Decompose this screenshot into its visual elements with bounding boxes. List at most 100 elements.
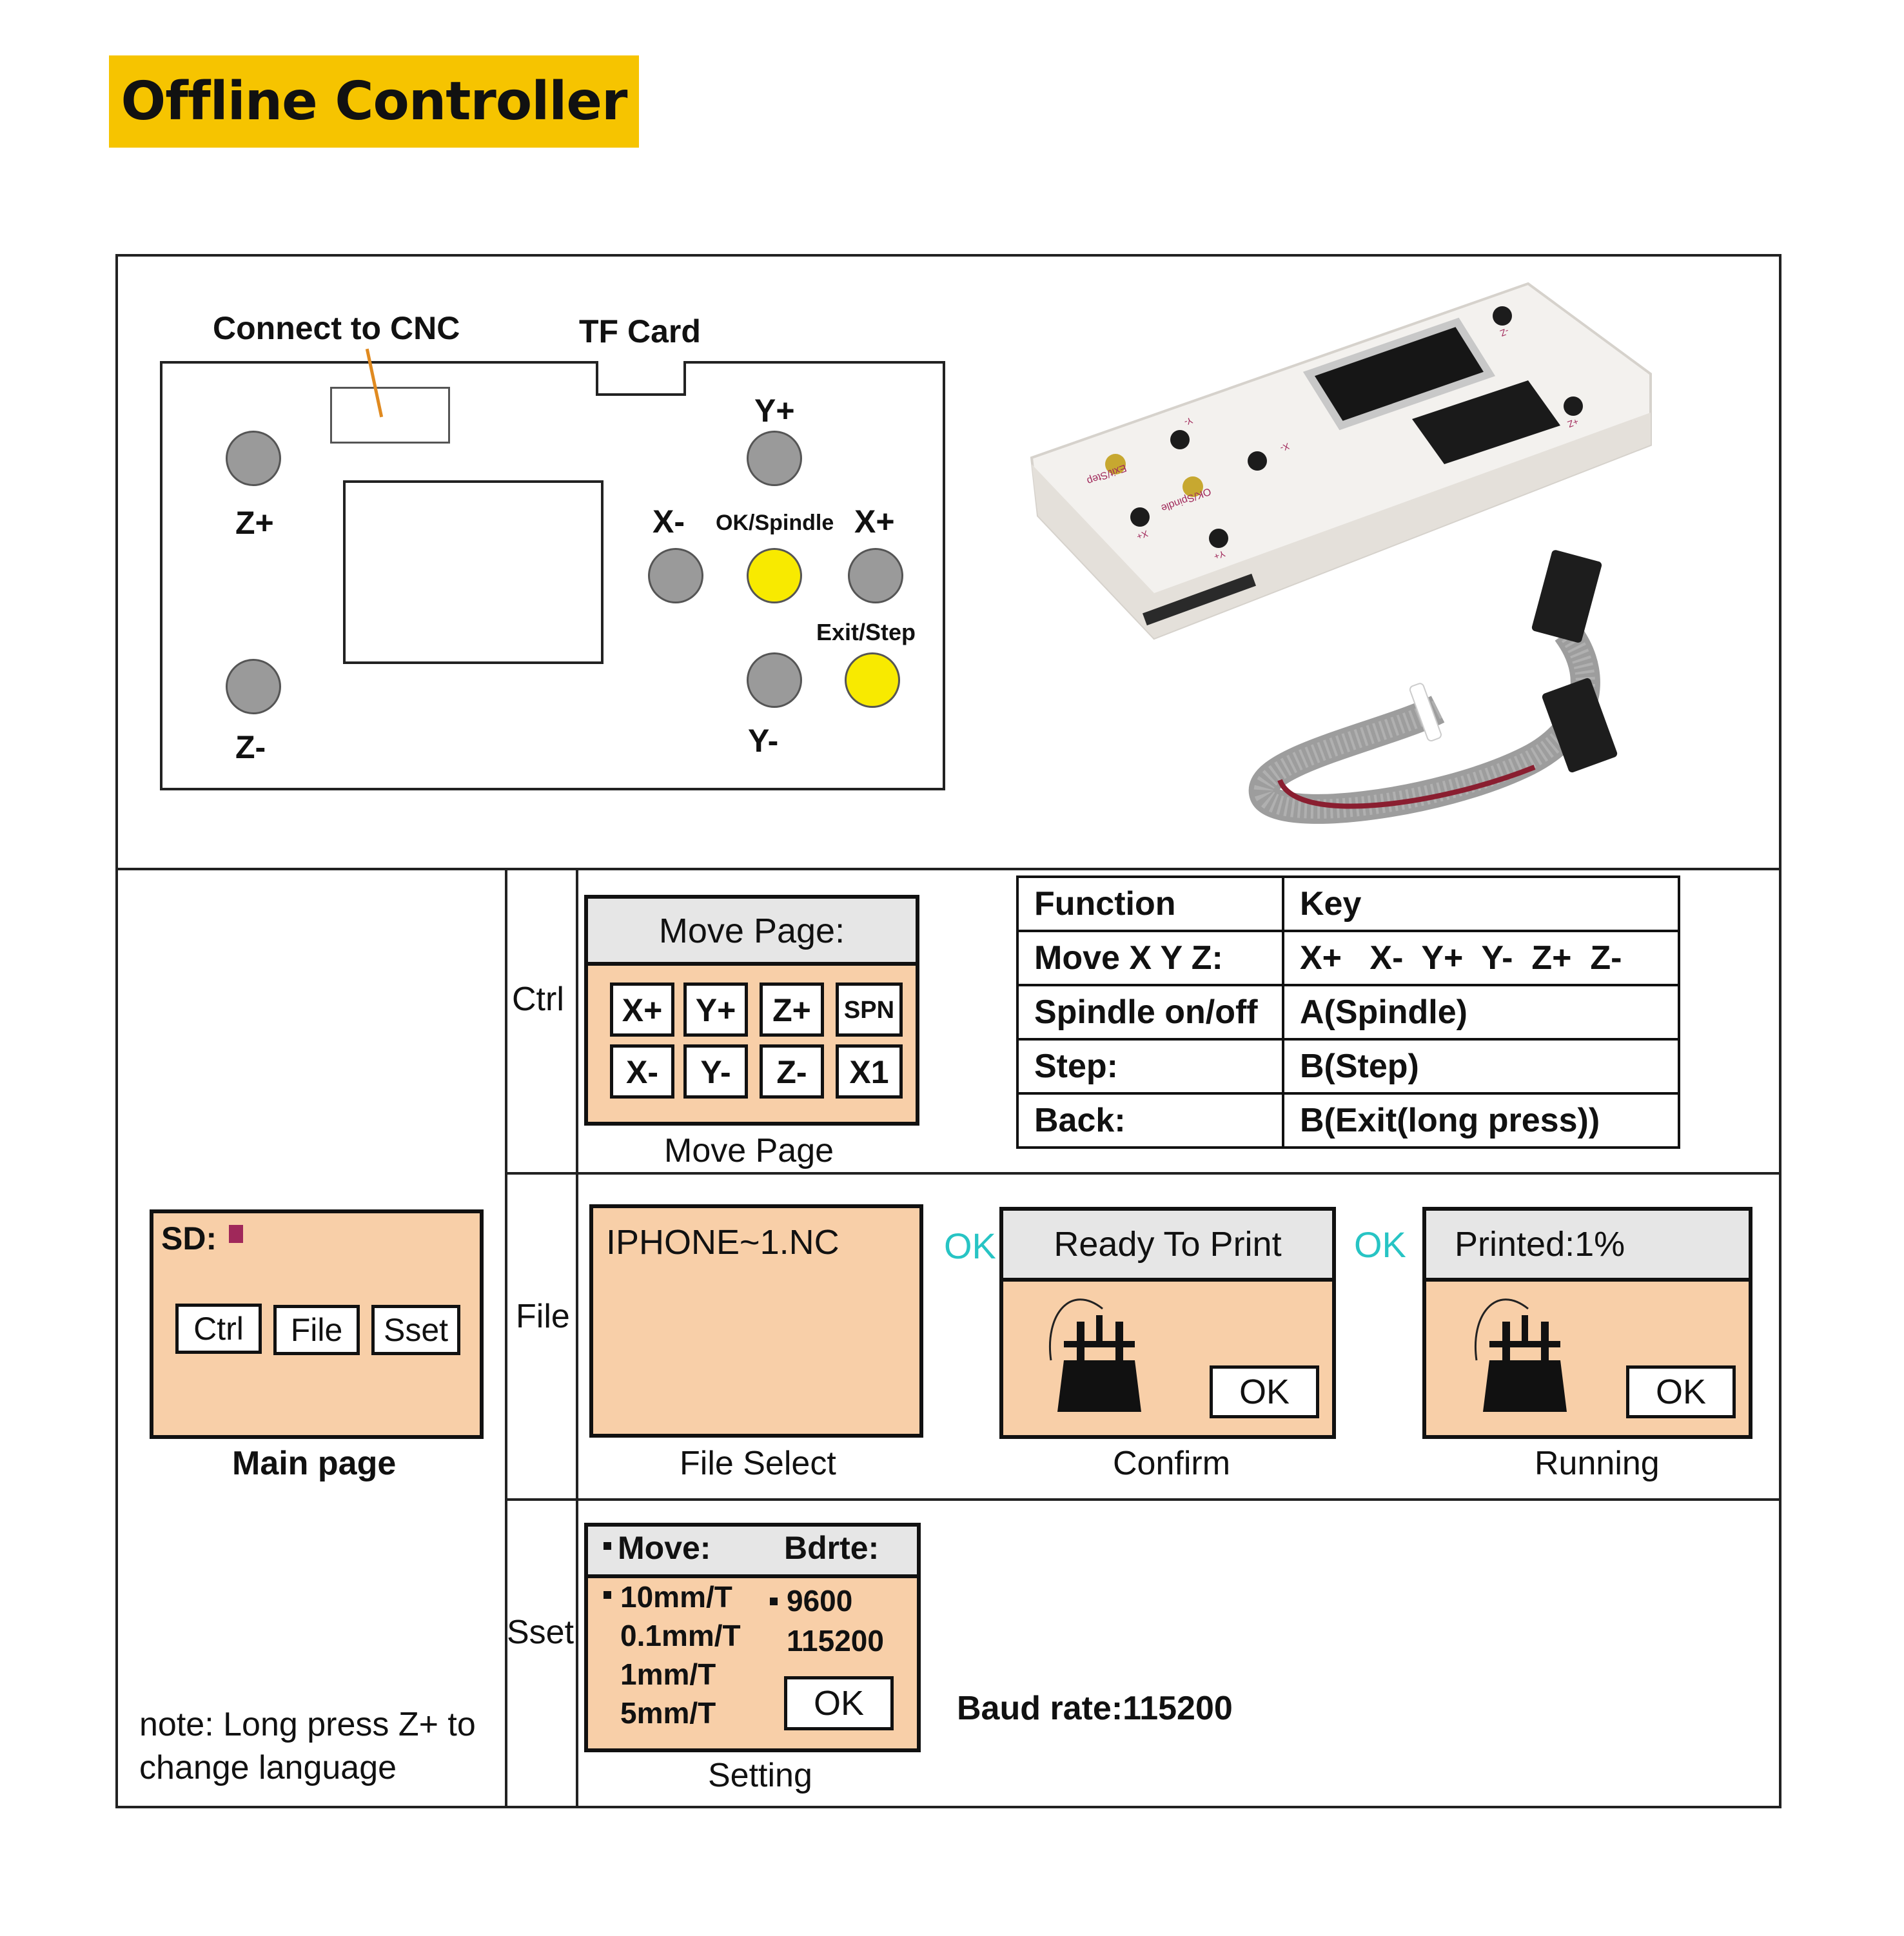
step-option[interactable]: 10mm/T — [620, 1580, 732, 1614]
device-header-connector — [1412, 380, 1560, 464]
running-caption: Running — [1535, 1445, 1660, 1482]
file-select-caption: File Select — [680, 1445, 836, 1482]
baud-rate-note: Baud rate:115200 — [957, 1690, 1233, 1727]
setting-bdrte-header: Bdrte: — [784, 1530, 879, 1566]
table-cell-function: Move X Y Z: — [1016, 930, 1284, 986]
setting-header-bar — [588, 1527, 917, 1578]
file-select-panel — [589, 1204, 923, 1438]
diagram-frame — [115, 254, 1781, 1808]
step-option[interactable]: 0.1mm/T — [620, 1619, 741, 1652]
table-cell-key: B(Step) — [1282, 1038, 1680, 1095]
move-page-title: Move Page: — [588, 899, 916, 966]
banner-title: Offline Controller — [121, 71, 628, 132]
device-exit-step-button — [1105, 454, 1126, 474]
exit-step-button[interactable] — [845, 652, 900, 708]
table-cell-function: Step: — [1016, 1038, 1284, 1095]
device-label-z-minus: -Z — [1498, 326, 1510, 339]
z-minus-button[interactable] — [226, 659, 281, 714]
table-header-key: Key — [1282, 875, 1680, 932]
x-minus-button[interactable] — [648, 548, 703, 603]
main-sset-button[interactable]: Sset — [371, 1305, 460, 1355]
key-spn[interactable]: SPN — [836, 983, 903, 1037]
device-y-plus-button — [1209, 529, 1228, 548]
y-plus-button[interactable] — [747, 431, 802, 486]
table-row: Move X Y Z: X+ X- Y+ Y- Z+ Z- — [1016, 930, 1680, 986]
key-x-plus[interactable]: X+ — [610, 983, 674, 1037]
running-ok-button[interactable]: OK — [1626, 1365, 1736, 1418]
z-plus-label: Z+ — [235, 505, 274, 541]
device-z-minus-button — [1493, 306, 1512, 326]
baud-selected-marker — [770, 1598, 778, 1605]
device-z-plus-button — [1564, 396, 1583, 416]
x-plus-label: X+ — [854, 504, 895, 540]
y-minus-button[interactable] — [747, 652, 802, 708]
table-cell-function: Spindle on/off — [1016, 984, 1284, 1041]
device-label-y-minus: Y- — [1183, 415, 1194, 427]
key-x1[interactable]: X1 — [836, 1044, 903, 1099]
sd-label: SD: — [161, 1220, 217, 1256]
exit-step-label: Exit/Step — [816, 619, 916, 645]
confirm-ok-button[interactable]: OK — [1210, 1365, 1319, 1418]
baud-option[interactable]: 9600 — [787, 1584, 853, 1618]
running-title: Printed:1% — [1426, 1211, 1749, 1282]
key-y-minus[interactable]: Y- — [683, 1044, 748, 1099]
table-row: Spindle on/off A(Spindle) — [1016, 984, 1680, 1041]
connect-cnc-label: Connect to CNC — [213, 310, 460, 346]
step-selected-marker — [604, 1591, 611, 1599]
lcd-screen — [343, 480, 604, 664]
x-minus-label: X- — [653, 504, 685, 540]
table-cell-key: A(Spindle) — [1282, 984, 1680, 1041]
device-case-side — [1032, 413, 1651, 638]
table-header-row: Function Key — [1016, 875, 1680, 932]
file-name-entry[interactable]: IPHONE~1.NC — [606, 1223, 839, 1262]
divider-row-labels — [576, 868, 578, 1808]
device-label-x-minus: X- — [1279, 441, 1291, 454]
y-plus-label: Y+ — [754, 393, 795, 429]
step-option[interactable]: 5mm/T — [620, 1696, 716, 1730]
table-header-function: Function — [1016, 875, 1284, 932]
tf-card-slot — [596, 361, 686, 396]
setting-ok-button[interactable]: OK — [784, 1676, 894, 1730]
key-x-minus[interactable]: X- — [610, 1044, 674, 1099]
cable-tie — [1409, 683, 1442, 742]
cable-connector-top — [1531, 550, 1602, 643]
device-label-y-plus: Y+ — [1213, 549, 1227, 562]
tf-card-label: TF Card — [579, 313, 701, 349]
table-cell-key: X+ X- Y+ Y- Z+ Z- — [1282, 930, 1680, 986]
table-cell-key: B(Exit(long press)) — [1282, 1092, 1680, 1149]
ribbon-red-wire — [1277, 765, 1536, 809]
main-file-button[interactable]: File — [273, 1305, 360, 1355]
step-option[interactable]: 1mm/T — [620, 1657, 716, 1691]
function-key-table: Function Key Move X Y Z: X+ X- Y+ Y- Z+ … — [1016, 875, 1680, 1149]
device-y-minus-button — [1170, 430, 1190, 449]
note-line-2: change language — [139, 1749, 397, 1786]
table-cell-function: Back: — [1016, 1092, 1284, 1149]
device-label-x-plus: X+ — [1135, 529, 1150, 542]
ok-spindle-button[interactable] — [747, 548, 802, 603]
main-page-caption: Main page — [232, 1445, 397, 1482]
device-ok-spindle-button — [1183, 476, 1203, 497]
y-minus-label: Y- — [748, 723, 779, 759]
main-ctrl-button[interactable]: Ctrl — [175, 1304, 262, 1354]
sd-status-marker — [229, 1225, 243, 1243]
title-banner: Offline Controller — [109, 55, 639, 148]
ok-spindle-label: OK/Spindle — [716, 511, 834, 535]
key-z-plus[interactable]: Z+ — [760, 983, 824, 1037]
row-label-sset: Sset — [507, 1614, 574, 1651]
device-sd-slot — [1143, 573, 1256, 626]
baud-option[interactable]: 115200 — [787, 1624, 884, 1657]
printer-running-icon — [1475, 1298, 1567, 1412]
key-z-minus[interactable]: Z- — [760, 1044, 824, 1099]
setting-move-header: Move: — [618, 1530, 711, 1566]
move-selected-marker — [604, 1542, 611, 1550]
ok-arrow-2: OK — [1354, 1224, 1406, 1265]
ok-arrow-1: OK — [944, 1226, 996, 1266]
key-y-plus[interactable]: Y+ — [683, 983, 748, 1037]
row-label-file: File — [516, 1298, 570, 1335]
cable-connector-bottom — [1542, 678, 1618, 773]
confirm-caption: Confirm — [1113, 1445, 1231, 1482]
cnc-connector — [330, 387, 450, 444]
z-plus-button[interactable] — [226, 431, 281, 486]
x-plus-button[interactable] — [848, 548, 903, 603]
controller-board — [160, 361, 945, 790]
